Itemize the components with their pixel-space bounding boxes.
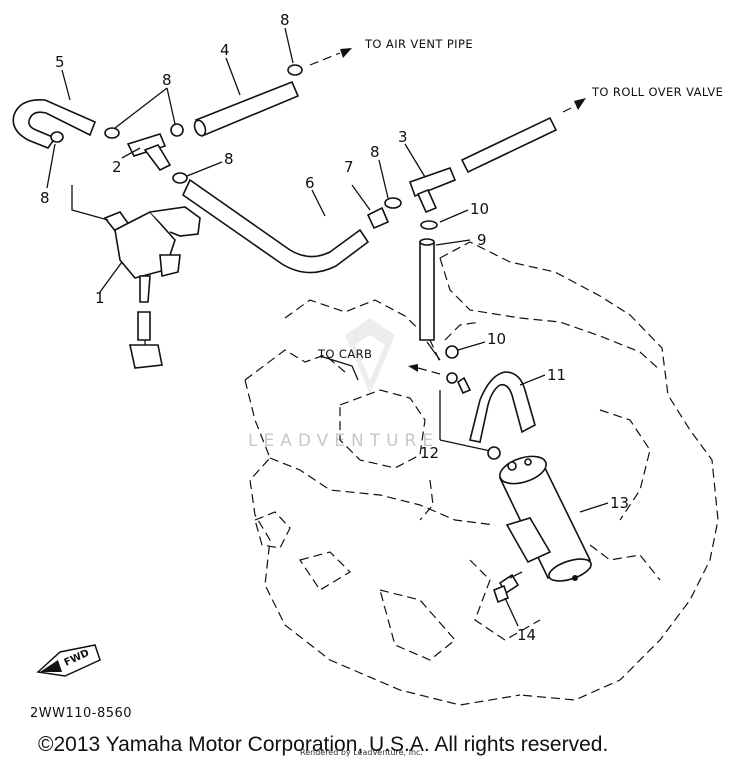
callout-12: 12 <box>420 444 439 462</box>
fitting-3 <box>408 166 457 214</box>
callout-10: 10 <box>487 330 506 348</box>
clamp-10-upper <box>420 220 438 230</box>
callout-4: 4 <box>220 41 230 59</box>
clamps-8 <box>50 64 402 209</box>
callout-8: 8 <box>224 150 234 168</box>
callout-8: 8 <box>162 71 172 89</box>
label-air-vent: TO AIR VENT PIPE <box>364 37 473 51</box>
joint-7 <box>366 206 390 230</box>
hose-11-loop <box>456 371 536 443</box>
watermark-logo <box>345 318 395 395</box>
tee-fitting-2 <box>126 133 172 172</box>
callout-8: 8 <box>40 189 50 207</box>
callout-8: 8 <box>370 143 380 161</box>
clamp-10-lower <box>445 345 459 359</box>
callout-10: 10 <box>470 200 489 218</box>
valve-1 <box>103 206 201 369</box>
fwd-arrow-icon: FWD <box>36 644 101 677</box>
callout-8: 8 <box>280 11 290 29</box>
watermark-text: LEADVENTURE <box>248 431 439 451</box>
hose-4 <box>193 80 300 138</box>
callout-11: 11 <box>547 366 566 384</box>
rendered-by-notice: Rendered by LeadVenture, Inc. <box>300 748 423 757</box>
hose-6 <box>181 178 370 274</box>
label-roll-over: TO ROLL OVER VALVE <box>591 85 723 99</box>
bolt-14 <box>493 571 523 604</box>
callout-7: 7 <box>344 158 354 176</box>
label-carb: TO CARB <box>317 347 372 361</box>
diagram-code: 2WW110-8560 <box>30 706 133 721</box>
hose-9 <box>419 238 441 361</box>
engine-outline <box>244 241 719 706</box>
callout-1: 1 <box>95 289 105 307</box>
flow-arrows <box>309 48 586 375</box>
copyright-notice: ©2013 Yamaha Motor Corporation, U.S.A. A… <box>38 733 609 756</box>
leader-lines <box>46 27 609 627</box>
fitting-12 <box>439 372 501 460</box>
callout-5: 5 <box>55 53 65 71</box>
callout-13: 13 <box>610 494 629 512</box>
hose-roll-over <box>460 116 558 174</box>
callout-9: 9 <box>477 231 487 249</box>
callout-2: 2 <box>112 158 122 176</box>
callout-14: 14 <box>517 626 536 644</box>
callout-6: 6 <box>305 174 315 192</box>
canister-13 <box>498 455 592 582</box>
callout-3: 3 <box>398 128 408 146</box>
